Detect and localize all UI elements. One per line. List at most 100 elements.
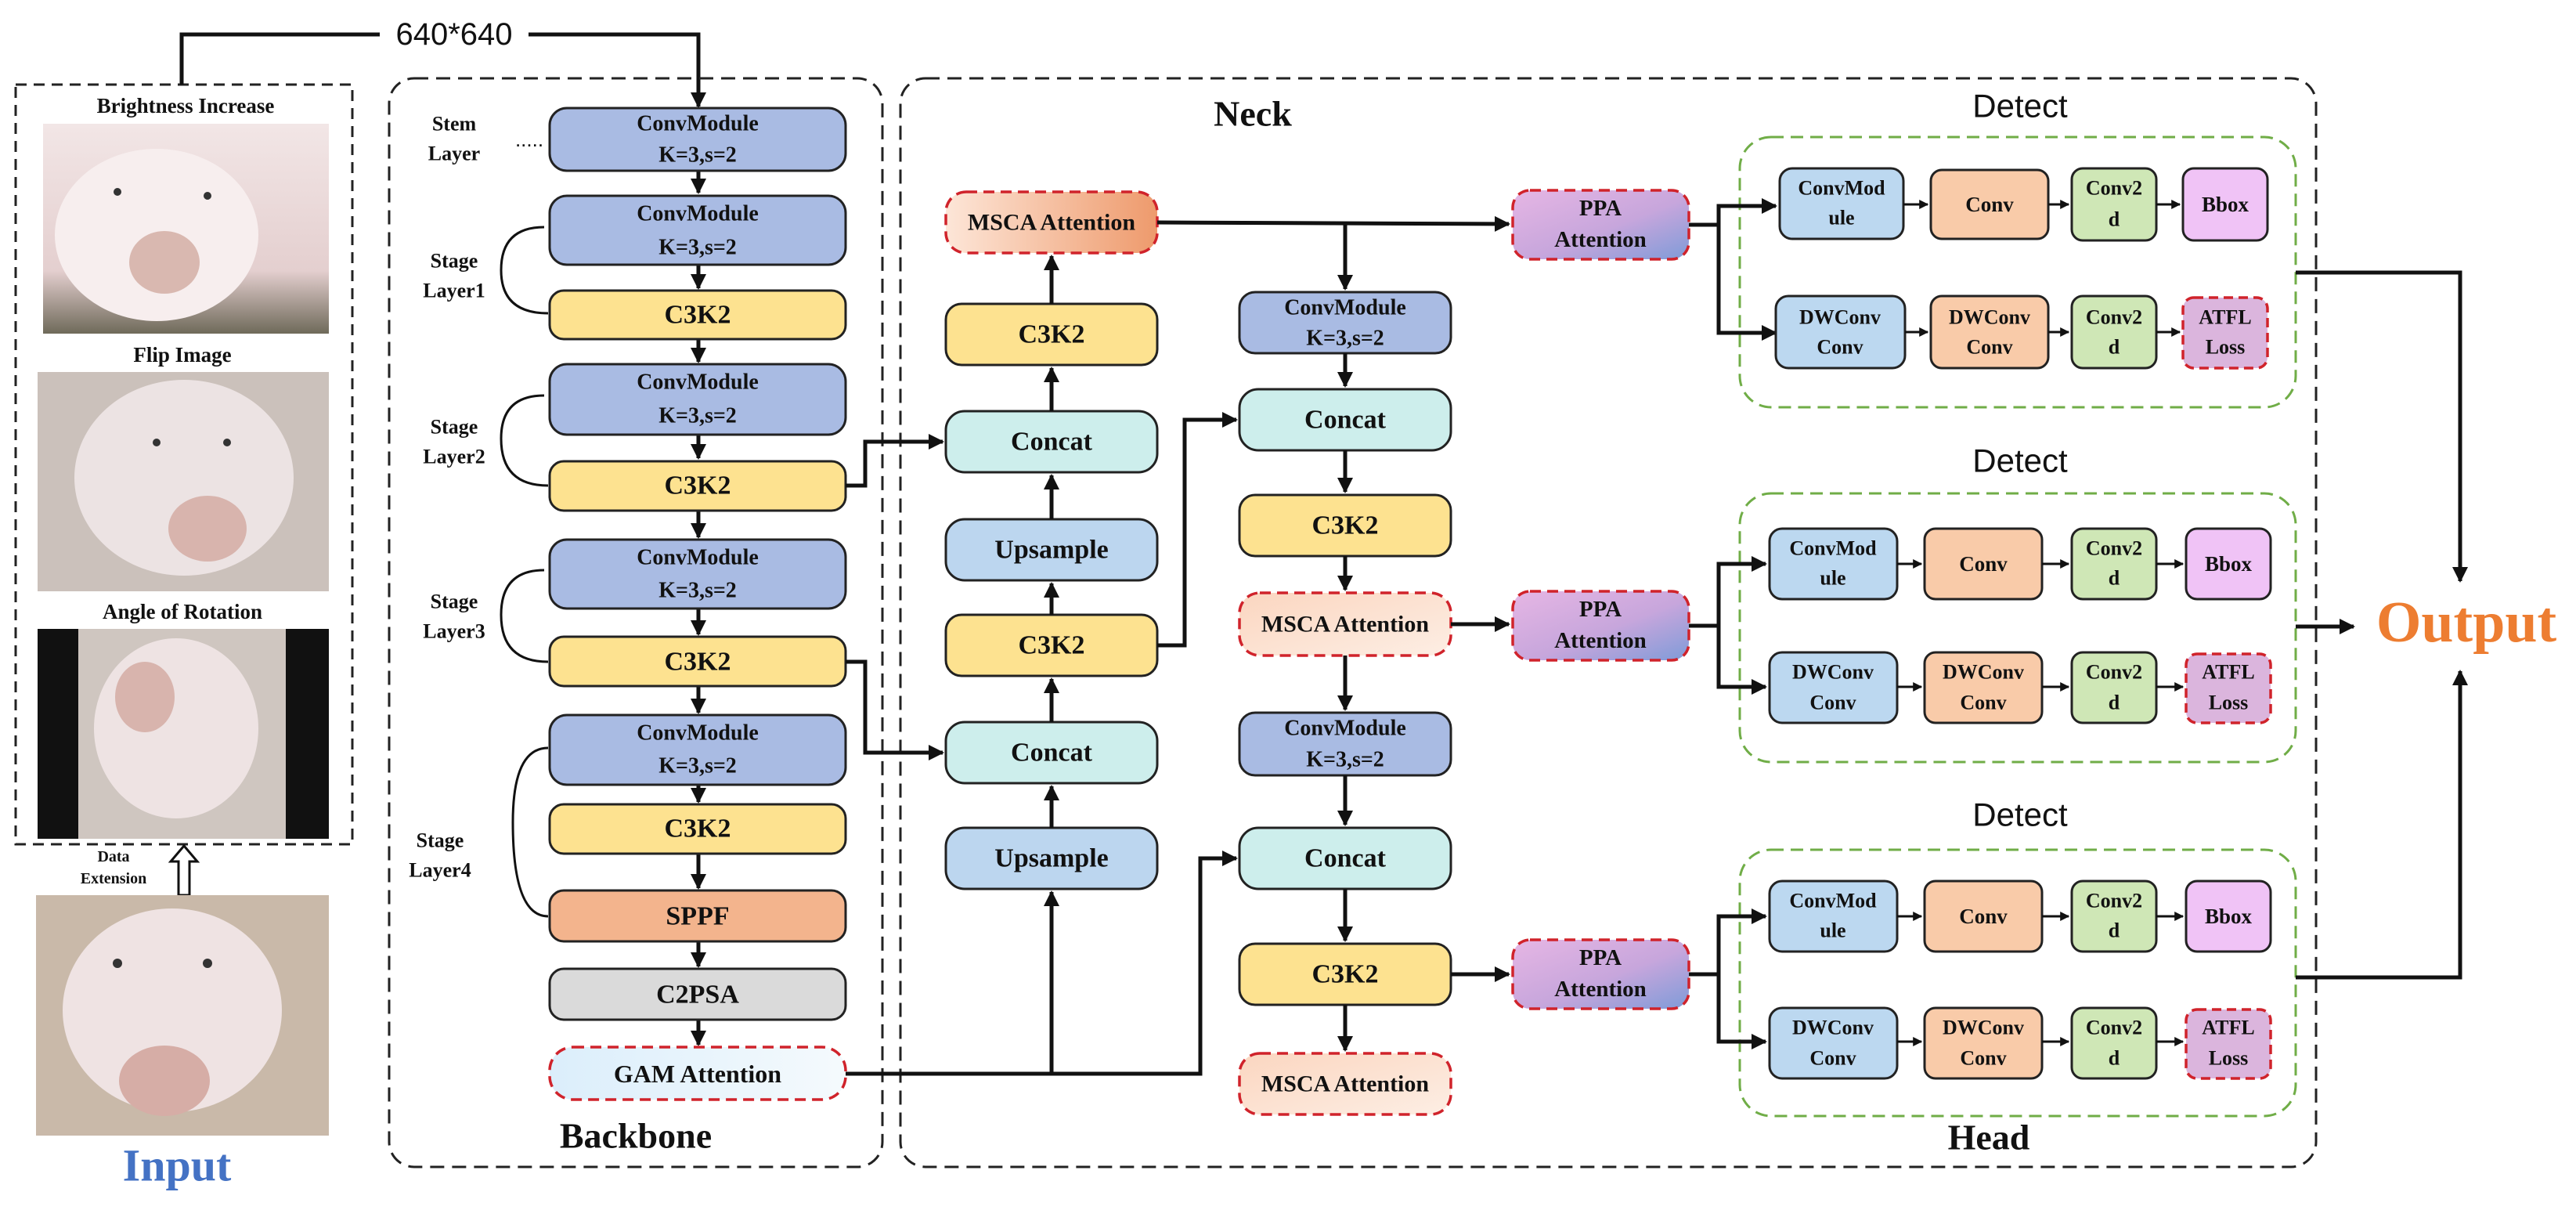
neck-concat-a-upper: Concat	[944, 410, 1159, 474]
svg-text:K=3,s=2: K=3,s=2	[658, 579, 737, 603]
svg-text:Conv: Conv	[1966, 336, 2012, 359]
svg-text:d: d	[2109, 1047, 2120, 1070]
stage1-label-1: Stage	[431, 250, 478, 273]
stem-dots: .....	[515, 128, 543, 151]
stem-label-2: Layer	[428, 143, 480, 165]
head-ppa-mid: PPA Attention	[1511, 590, 1690, 662]
detect-mid-dwconv-b: DWConv Conv	[1923, 651, 2044, 724]
svg-text:d: d	[2109, 336, 2120, 359]
neck-c3k2-b-lower: C3K2	[1238, 942, 1452, 1006]
detect-top-dwconv-b: DWConv Conv	[1929, 294, 2050, 370]
detect-mid-dwconv-a: DWConv Conv	[1768, 651, 1899, 724]
neck-upsample-upper: Upsample	[944, 518, 1159, 582]
svg-text:Upsample: Upsample	[994, 536, 1108, 565]
svg-text:C3K2: C3K2	[1312, 511, 1379, 540]
pig-image-flip	[38, 372, 329, 591]
detect-title-mid: Detect	[1972, 442, 2068, 479]
svg-text:Conv2: Conv2	[2086, 890, 2142, 912]
svg-text:PPA: PPA	[1579, 196, 1622, 221]
svg-text:C3K2: C3K2	[665, 648, 731, 677]
svg-text:ConvModule: ConvModule	[637, 370, 759, 395]
svg-text:Bbox: Bbox	[2205, 552, 2253, 576]
backbone-sppf: SPPF	[548, 889, 847, 943]
svg-text:ConvMod: ConvMod	[1798, 177, 1885, 200]
svg-text:K=3,s=2: K=3,s=2	[658, 143, 737, 168]
svg-text:MSCA Attention: MSCA Attention	[968, 210, 1135, 236]
detect-bottom-conv2d-lower: Conv2 d	[2070, 1006, 2158, 1080]
svg-text:ATFL: ATFL	[2202, 1017, 2254, 1039]
svg-text:SPPF: SPPF	[666, 902, 729, 931]
input-section: Brightness Increase Flip Image Angle of …	[14, 83, 354, 1191]
neck-upsample-lower: Upsample	[944, 826, 1159, 890]
backbone-convmodule-stage1: ConvModule K=3,s=2	[548, 194, 847, 266]
svg-text:PPA: PPA	[1579, 945, 1622, 970]
svg-text:K=3,s=2: K=3,s=2	[658, 236, 737, 260]
head-title: Head	[1948, 1118, 2030, 1158]
neck-msca-attention-top: MSCA Attention	[944, 190, 1159, 255]
detect-bottom-conv: Conv	[1923, 880, 2044, 953]
svg-text:ule: ule	[1828, 207, 1854, 229]
input-title: Input	[123, 1140, 232, 1191]
detect-mid-convmodule: ConvMod ule	[1768, 527, 1899, 601]
detect-mid-bbox: Bbox	[2185, 527, 2272, 601]
detect-group-top: Detect ConvMod ule Conv Conv2 d Bbox DWC…	[1689, 88, 2297, 409]
svg-text:d: d	[2109, 692, 2120, 714]
svg-text:Loss: Loss	[2209, 692, 2249, 714]
detect-mid-conv2d-lower: Conv2 d	[2070, 651, 2158, 724]
svg-text:PPA: PPA	[1579, 597, 1622, 622]
detect-title-top: Detect	[1972, 88, 2068, 125]
svg-text:Loss: Loss	[2206, 336, 2246, 359]
stem-label-1: Stem	[432, 113, 477, 135]
svg-text:Conv2: Conv2	[2086, 306, 2142, 329]
backbone-convmodule-stem: ConvModule K=3,s=2	[548, 107, 847, 172]
stage3-brace	[500, 569, 549, 663]
svg-text:ule: ule	[1820, 567, 1845, 590]
svg-text:Conv: Conv	[1809, 692, 1856, 714]
detect-mid-conv2d: Conv2 d	[2070, 527, 2158, 601]
svg-text:C2PSA: C2PSA	[656, 981, 739, 1010]
detect-mid-conv: Conv	[1923, 527, 2044, 601]
detect-bottom-convmodule: ConvMod ule	[1768, 880, 1899, 953]
backbone-convmodule-stage2: ConvModule K=3,s=2	[548, 363, 847, 436]
backbone-convmodule-stage3: ConvModule K=3,s=2	[548, 538, 847, 610]
svg-text:MSCA Attention: MSCA Attention	[1261, 1071, 1429, 1097]
svg-text:DWConv: DWConv	[1943, 661, 2024, 684]
svg-text:ATFL: ATFL	[2202, 661, 2254, 684]
head-ppa-top: PPA Attention	[1511, 189, 1690, 261]
svg-text:C3K2: C3K2	[665, 301, 731, 330]
neck-concat-b-upper: Concat	[1238, 388, 1452, 452]
svg-text:Conv: Conv	[1960, 692, 2006, 714]
svg-text:ule: ule	[1820, 919, 1845, 942]
svg-text:C3K2: C3K2	[1019, 631, 1085, 660]
neck-c3k2-a-upper: C3K2	[944, 302, 1159, 367]
stage4-label-1: Stage	[417, 829, 464, 852]
detect-bottom-dwconv-b: DWConv Conv	[1923, 1006, 2044, 1080]
data-extension-label-2: Extension	[81, 870, 146, 887]
stage4-label-2: Layer4	[409, 859, 471, 882]
detect-mid-atfl-loss: ATFL Loss	[2185, 652, 2272, 724]
svg-text:DWConv: DWConv	[1792, 1017, 1874, 1039]
stage1-label-2: Layer1	[423, 280, 485, 302]
detect-title-bottom: Detect	[1972, 796, 2068, 833]
output-section: Output	[2296, 270, 2557, 980]
svg-text:Conv: Conv	[1960, 1047, 2006, 1070]
svg-text:Concat: Concat	[1011, 428, 1093, 457]
detect-top-conv2d: Conv2 d	[2070, 167, 2158, 242]
augment-brightness-label: Brightness Increase	[97, 94, 275, 117]
svg-text:K=3,s=2: K=3,s=2	[1306, 748, 1384, 772]
svg-text:ConvModule: ConvModule	[637, 112, 759, 136]
svg-text:Upsample: Upsample	[994, 844, 1108, 873]
detect-top-atfl-loss: ATFL Loss	[2181, 296, 2269, 370]
detect-group-bottom: Detect ConvMod ule Conv Conv2 d Bbox DWC…	[1689, 796, 2297, 1118]
detect-bottom-conv2d: Conv2 d	[2070, 880, 2158, 953]
svg-text:Concat: Concat	[1011, 739, 1093, 768]
neck-msca-attention-bottom: MSCA Attention	[1238, 1052, 1452, 1116]
svg-text:Conv2: Conv2	[2086, 177, 2142, 200]
stage4-brace	[511, 746, 549, 918]
svg-text:ConvMod: ConvMod	[1789, 890, 1877, 912]
data-extension-label-1: Data	[97, 848, 129, 865]
output-title: Output	[2376, 591, 2557, 655]
stage3-label-1: Stage	[431, 591, 478, 613]
neck-convmodule-b-lower: ConvModule K=3,s=2	[1238, 711, 1452, 777]
